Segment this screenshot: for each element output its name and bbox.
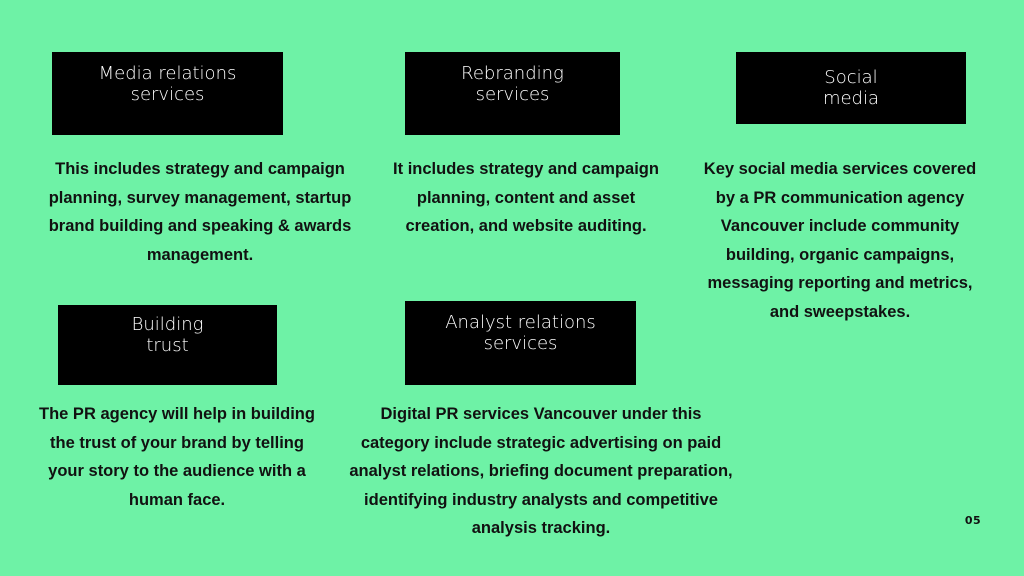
building-trust-title-box: Building trust [58, 305, 277, 385]
media-relations-description: This includes strategy and campaign plan… [48, 160, 352, 264]
social-media-title: Social media [822, 67, 880, 109]
analyst-relations-title-box: Analyst relations services [405, 301, 636, 385]
social-media-description: Key social media services covered by a P… [703, 160, 977, 321]
media-relations-title: Media relations services [98, 62, 237, 105]
page-number: 05 [964, 514, 982, 527]
analyst-relations-title: Analyst relations services [445, 312, 596, 354]
rebranding-description: It includes strategy and campaign planni… [393, 160, 659, 235]
media-relations-title-box: Media relations services [52, 52, 283, 135]
rebranding-title: Rebranding services [461, 62, 564, 105]
social-media-title-box: Social media [736, 52, 966, 124]
analyst-relations-description: Digital PR services Vancouver under this… [349, 405, 733, 537]
rebranding-title-box: Rebranding services [405, 52, 620, 135]
building-trust-description: The PR agency will help in building the … [39, 405, 315, 509]
building-trust-title: Building trust [131, 314, 204, 356]
